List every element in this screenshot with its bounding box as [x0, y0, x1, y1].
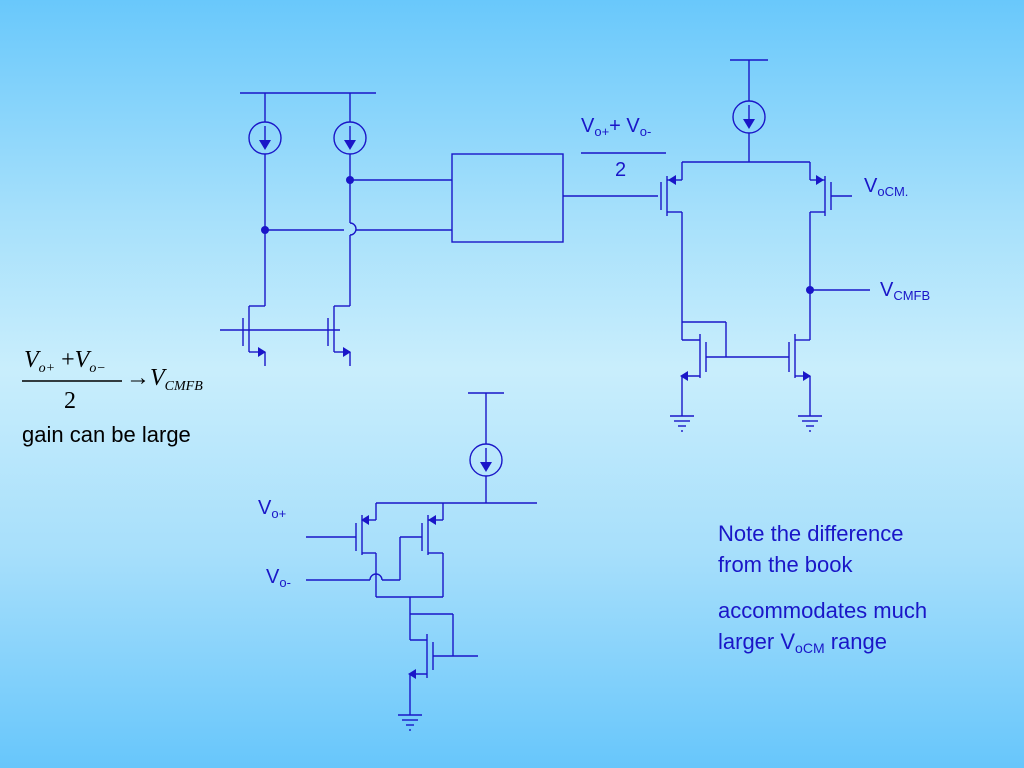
note-line-2: from the book	[718, 552, 853, 577]
note-text: Note the difference from the book accomm…	[718, 518, 927, 664]
note-line-4: larger VoCM range	[718, 629, 887, 656]
avg-denominator-label: 2	[615, 159, 627, 181]
equation-result: →VCMFB	[126, 365, 203, 394]
equation-numerator: Vo+ +Vo−	[24, 347, 106, 376]
equation-denominator: 2	[64, 388, 76, 414]
vocm-label: VoCM.	[864, 175, 909, 199]
vo-plus-label: Vo+	[258, 497, 287, 521]
amplifier-block	[451, 153, 564, 243]
vo-minus-label: Vo-	[266, 566, 291, 590]
note-line-3: accommodates much	[718, 598, 928, 623]
note-line-1: Note the difference	[718, 521, 904, 546]
avg-numerator-label: Vo++ Vo-	[581, 115, 652, 139]
gain-text: gain can be large	[22, 422, 191, 447]
vcmfb-label: VCMFB	[880, 279, 931, 303]
